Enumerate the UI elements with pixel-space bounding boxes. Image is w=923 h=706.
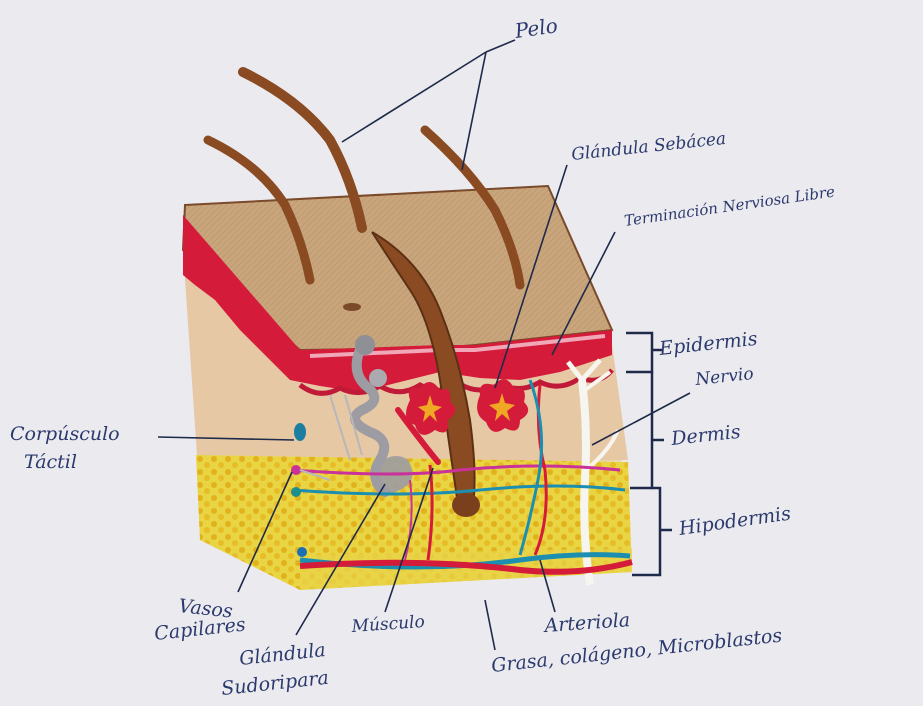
label-corpusculo-1: Corpúsculo	[10, 423, 120, 445]
skin-block	[183, 186, 632, 590]
sweat-coil-mid	[369, 369, 387, 387]
label-corpusculo-2: Táctil	[24, 451, 77, 473]
label-glandula-sud-1: Glándula	[238, 639, 326, 670]
layer-bracket	[626, 333, 672, 575]
sweat-coil-top	[355, 335, 375, 355]
leader-pelo-b	[462, 52, 486, 170]
label-pelo: Pelo	[512, 13, 559, 43]
label-musculo: Músculo	[350, 612, 425, 637]
label-grasa: Grasa, colágeno, Microblastos	[490, 625, 783, 677]
bracket-hypodermis	[632, 488, 660, 575]
vessel-end-magenta	[291, 465, 301, 475]
hair-pore	[343, 303, 361, 311]
vessel-end-teal	[291, 487, 301, 497]
vessel-end-blue	[297, 547, 307, 557]
tactile-corpuscle	[294, 423, 306, 441]
leader-pelo-c	[486, 40, 515, 52]
label-vasos-2: Capilares	[153, 613, 247, 644]
bracket-epidermis	[626, 333, 652, 372]
bracket-dermis	[630, 372, 652, 488]
label-terminacion-nerviosa: Terminación Nerviosa Libre	[623, 183, 836, 230]
label-glandula-sud-2: Sudoripara	[220, 667, 330, 700]
label-epidermis: Epidermis	[657, 328, 758, 360]
label-hipodermis: Hipodermis	[677, 502, 793, 540]
label-arteriola: Arteriola	[542, 609, 631, 637]
label-glandula-sebacea: Glándula Sebácea	[570, 129, 727, 165]
label-dermis: Dermis	[669, 421, 742, 450]
label-nervio: Nervio	[693, 364, 754, 390]
leader-grasa	[485, 600, 495, 650]
hair-bulb	[452, 493, 480, 517]
leader-pelo-a	[342, 52, 486, 142]
